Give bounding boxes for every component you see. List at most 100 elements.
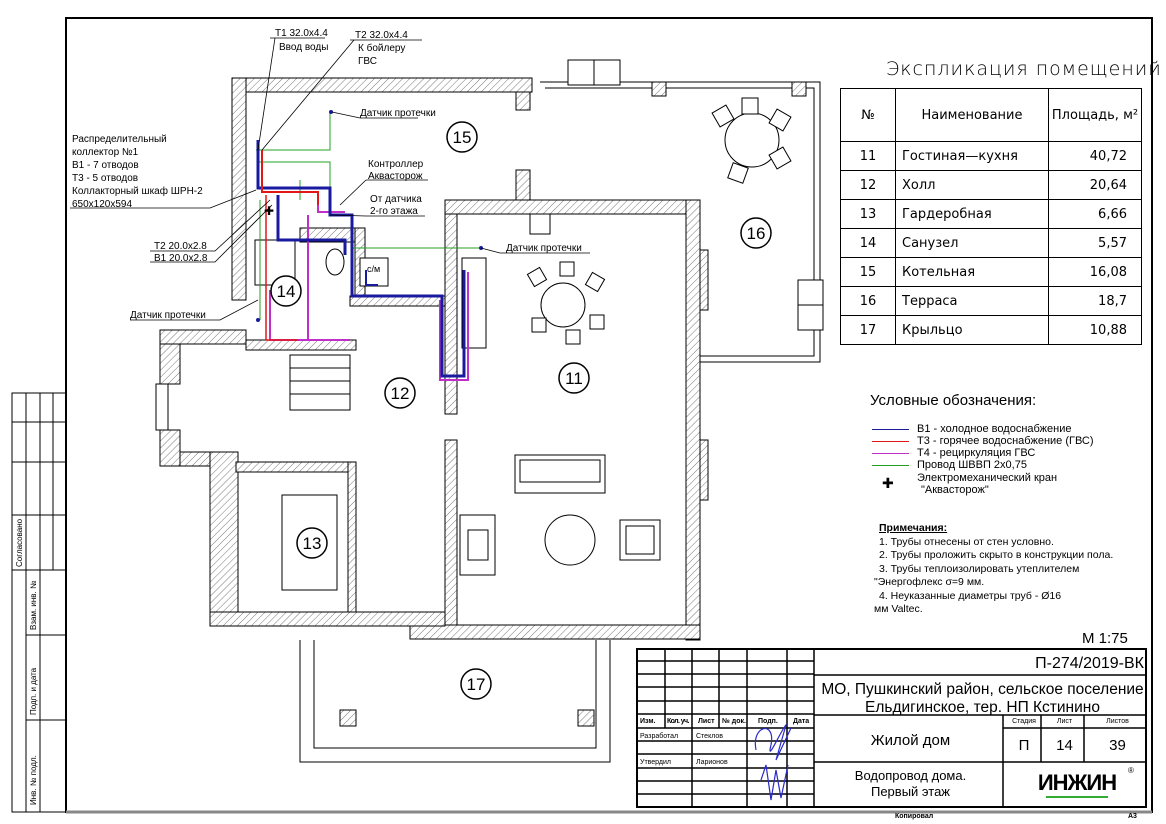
leak-sensor-label: Датчик протечки <box>360 108 436 119</box>
t3-hot-water-pipe <box>265 195 298 341</box>
col-izm: Изм. <box>640 718 656 725</box>
title-block: Изм. Кол. уч. Лист № док. Подп. Дата Раз… <box>636 648 1147 808</box>
sheets-value: 39 <box>1109 737 1126 754</box>
controller-label: Аквасторож <box>368 171 423 182</box>
b1-small-label: В1 20.0x2.8 <box>154 253 208 264</box>
wire-path <box>256 112 331 151</box>
b1-cold-water-pipe <box>276 195 347 255</box>
col-list: Лист <box>698 718 715 725</box>
room-marker-11: 11 <box>558 362 590 394</box>
scale-label: М 1:75 <box>1082 630 1128 647</box>
document-code: П-274/2019-ВК <box>1035 655 1144 672</box>
col-date: Дата <box>793 718 810 725</box>
collector-label: 650x120x594 <box>72 199 132 210</box>
legend-label: В1 - холодное водоснабжение <box>917 423 1072 435</box>
t1-desc-label: Ввод воды <box>279 42 328 53</box>
walls <box>159 77 709 641</box>
collector-label: В1 - 7 отводов <box>72 160 139 171</box>
svg-text:14: 14 <box>277 282 296 301</box>
approved-name: Ларионов <box>696 759 728 766</box>
note-item: 1. Трубы отнесены от стен условно. <box>879 535 1054 548</box>
toilet <box>325 248 345 276</box>
sheet-value: 14 <box>1056 737 1073 754</box>
drawing-title-2: Первый этаж <box>870 784 950 799</box>
col-sign: Подп. <box>758 718 778 725</box>
room-marker-14: 14 <box>270 275 302 307</box>
t2-size-label: Т2 32.0x4.4 <box>355 30 408 41</box>
stairs <box>289 354 351 411</box>
row-name: Крыльцо <box>895 315 1049 345</box>
collector-label: Распределительный <box>72 134 167 145</box>
developed-name: Стеклов <box>696 733 723 740</box>
controller-label: Контроллер <box>368 159 424 170</box>
col-doc: № док. <box>722 718 746 725</box>
address-line-2: Ельдигинское, тер. НП Кстинино <box>865 699 1100 716</box>
row-num: 11 <box>840 141 896 171</box>
legend-item-b1: В1 - холодное водоснабжение <box>872 423 1094 435</box>
t2-desc-label: К бойлеру <box>358 42 405 54</box>
drawing-title-1: Водопровод дома. <box>854 768 967 783</box>
window <box>155 383 169 431</box>
side-stamp-replace: Взам. инв. № <box>29 580 38 630</box>
legend: Условные обозначения: В1 - холодное водо… <box>870 392 1094 496</box>
row-name: Холл <box>895 170 1049 200</box>
legend-item-t4: Т4 - рециркуляция ГВС <box>872 447 1094 459</box>
room-marker-16: 16 <box>740 217 772 249</box>
row-area: 5,57 <box>1048 228 1142 258</box>
leak-sensor-label: Датчик протечки <box>130 310 206 321</box>
header-num: № <box>840 88 896 142</box>
approved-label: Утвердил <box>640 759 671 766</box>
b1-cold-water-pipe <box>365 270 378 286</box>
valve-icon: ✚ <box>882 475 894 491</box>
notes: Примечания: 1. Трубы отнесены от стен ус… <box>874 522 1114 617</box>
row-num: 16 <box>840 286 896 316</box>
row-name: Гостиная—кухня <box>895 141 1049 171</box>
row-area: 10,88 <box>1048 315 1142 345</box>
note-item: 2. Трубы проложить скрыто в конструкции … <box>879 549 1114 561</box>
stage-header: Стадия <box>1012 718 1036 725</box>
from-sensor-label: От датчика <box>370 194 422 205</box>
leak-sensor-dots <box>256 110 483 322</box>
signature <box>754 724 792 801</box>
kitchen-counter <box>461 257 487 349</box>
t2-desc-label: ГВС <box>358 56 377 67</box>
legend-label: Электромеханический кран <box>917 472 1058 484</box>
row-area: 20,64 <box>1048 170 1142 200</box>
registered-mark: ® <box>1128 766 1134 775</box>
row-name: Санузел <box>895 228 1049 258</box>
row-num: 13 <box>840 199 896 229</box>
terrace-outline <box>540 59 824 363</box>
t2-small-label: Т2 20.0x2.8 <box>154 241 207 252</box>
legend-item-t3: Т3 - горячее водоснабжение (ГВС) <box>872 435 1094 447</box>
format-label: А3 <box>1128 813 1137 820</box>
coffee-table <box>544 514 596 566</box>
copied-label: Копировал <box>895 813 934 820</box>
legend-line-icon <box>872 464 909 466</box>
svg-text:12: 12 <box>391 384 410 403</box>
explication-title: Экспликация помещений <box>886 58 1162 80</box>
col-kol: Кол. уч. <box>667 718 689 725</box>
title-block-grid <box>636 648 1147 808</box>
svg-text:13: 13 <box>303 534 322 553</box>
svg-text:11: 11 <box>565 369 583 388</box>
room-marker-12: 12 <box>384 377 416 409</box>
legend-item-wire: Провод ШВВП 2х0,75 <box>872 459 1094 471</box>
notes-title: Примечания: <box>879 522 948 534</box>
side-stamp-inv: Инв. № подл. <box>29 755 38 805</box>
dining-table <box>540 282 586 328</box>
b1-cold-water-pipe <box>256 140 466 378</box>
legend-line-icon <box>872 452 909 454</box>
legend-title: Условные обозначения: <box>870 392 1037 409</box>
from-sensor-label: 2-го этажа <box>370 206 418 217</box>
row-name: Терраса <box>895 286 1049 316</box>
svg-text:15: 15 <box>453 128 472 147</box>
object-name: Жилой дом <box>870 732 951 749</box>
pipes <box>256 112 480 381</box>
legend-label: Т3 - горячее водоснабжение (ГВС) <box>917 435 1094 447</box>
stage-value: П <box>1018 737 1030 754</box>
